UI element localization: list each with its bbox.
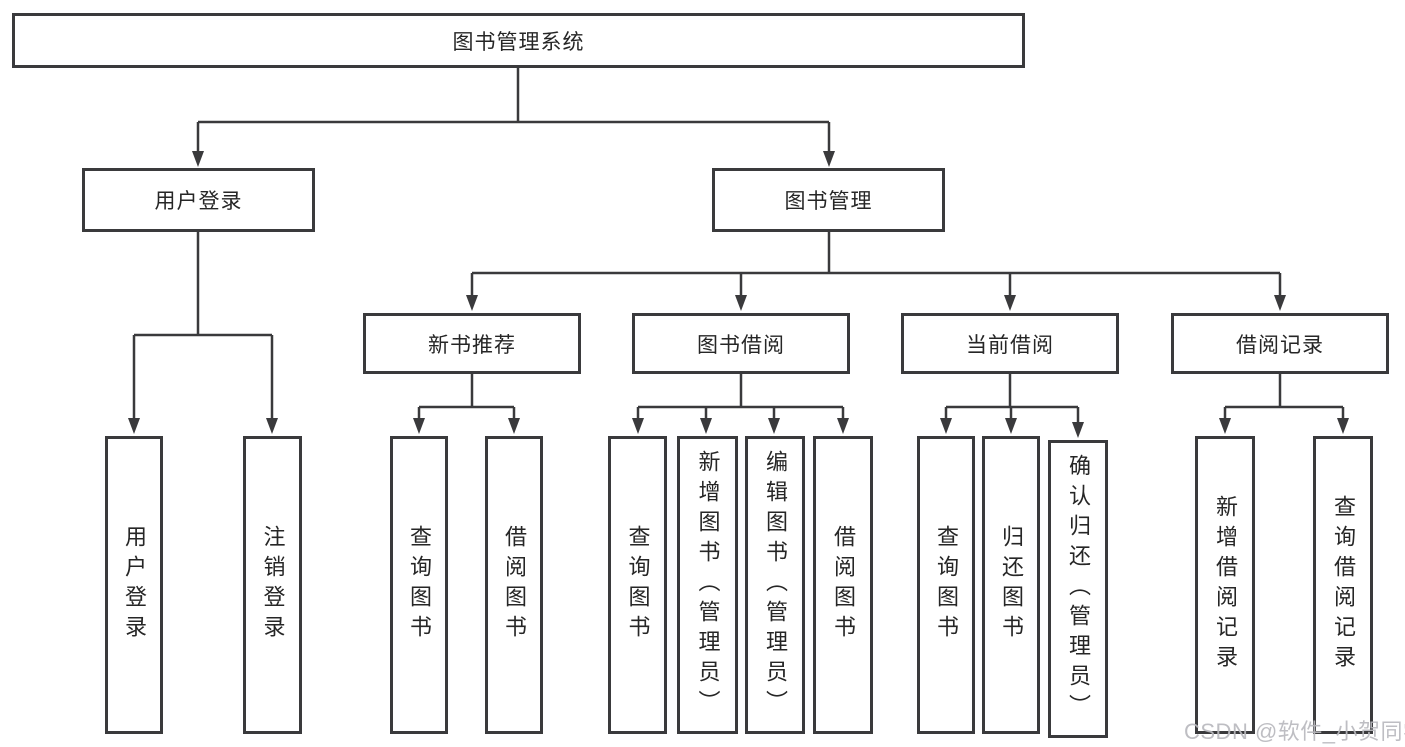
node-root-system: 图书管理系统: [12, 13, 1025, 68]
leaf-bb-add-books-admin: 新增图书（管理员）: [677, 436, 738, 734]
node-book-borrowing: 图书借阅: [632, 313, 850, 374]
leaf-bb-edit-books-admin: 编辑图书（管理员）: [745, 436, 805, 734]
node-borrowing-records: 借阅记录: [1171, 313, 1389, 374]
connector-newbookrec-to-leaves: [413, 374, 520, 434]
leaf-user-login: 用户登录: [105, 436, 163, 734]
connector-currentborrow-to-leaves: [940, 374, 1084, 438]
node-current-borrowing: 当前借阅: [901, 313, 1119, 374]
connector-bookborrow-to-leaves: [632, 374, 849, 434]
node-user-login: 用户登录: [82, 168, 315, 232]
leaf-bb-query-books: 查询图书: [608, 436, 667, 734]
connector-root-to-level2: [192, 68, 835, 167]
node-book-management: 图书管理: [712, 168, 945, 232]
node-new-book-recommendation: 新书推荐: [363, 313, 581, 374]
connector-userlogin-to-leaves: [128, 232, 278, 434]
leaf-cb-query-books: 查询图书: [917, 436, 975, 734]
leaf-br-add-record: 新增借阅记录: [1195, 436, 1255, 734]
leaf-bb-borrow-books: 借阅图书: [813, 436, 873, 734]
connector-borrowrecords-to-leaves: [1219, 374, 1349, 434]
leaf-br-query-record: 查询借阅记录: [1313, 436, 1373, 734]
leaf-rec-borrow-books: 借阅图书: [485, 436, 543, 734]
leaf-cb-return-books: 归还图书: [982, 436, 1040, 734]
leaf-cb-confirm-return-admin: 确认归还（管理员）: [1048, 440, 1108, 738]
csdn-watermark: CSDN @软件_小贺同学: [1184, 719, 1405, 744]
connector-bookmgmt-to-level3: [466, 232, 1286, 311]
leaf-rec-query-books: 查询图书: [390, 436, 448, 734]
leaf-logout: 注销登录: [243, 436, 302, 734]
